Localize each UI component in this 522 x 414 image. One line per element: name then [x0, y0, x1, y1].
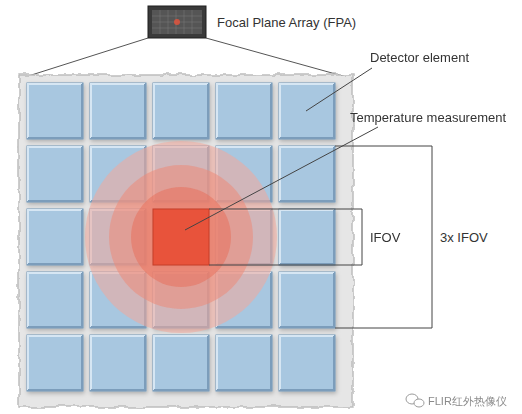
detector-grid: [27, 83, 335, 391]
dimension-bracket: [209, 209, 362, 265]
callout-label: Detector element: [370, 50, 469, 66]
watermark-icon: [406, 394, 424, 407]
fpa-panel: [19, 75, 353, 407]
measurement-spot: [85, 141, 277, 333]
dimension-label: IFOV: [370, 230, 400, 246]
component-label: Focal Plane Array (FPA): [217, 15, 356, 31]
fpa-chip: [148, 6, 206, 38]
zoom-line: [22, 38, 350, 78]
leader-line: [306, 68, 372, 111]
leader-line: [185, 127, 378, 230]
dimension-bracket: [335, 146, 432, 328]
dimension-label: 3x IFOV: [440, 230, 488, 246]
watermark: FLIR红外热像仪: [428, 393, 507, 409]
callout-label: Temperature measurement: [350, 110, 506, 126]
